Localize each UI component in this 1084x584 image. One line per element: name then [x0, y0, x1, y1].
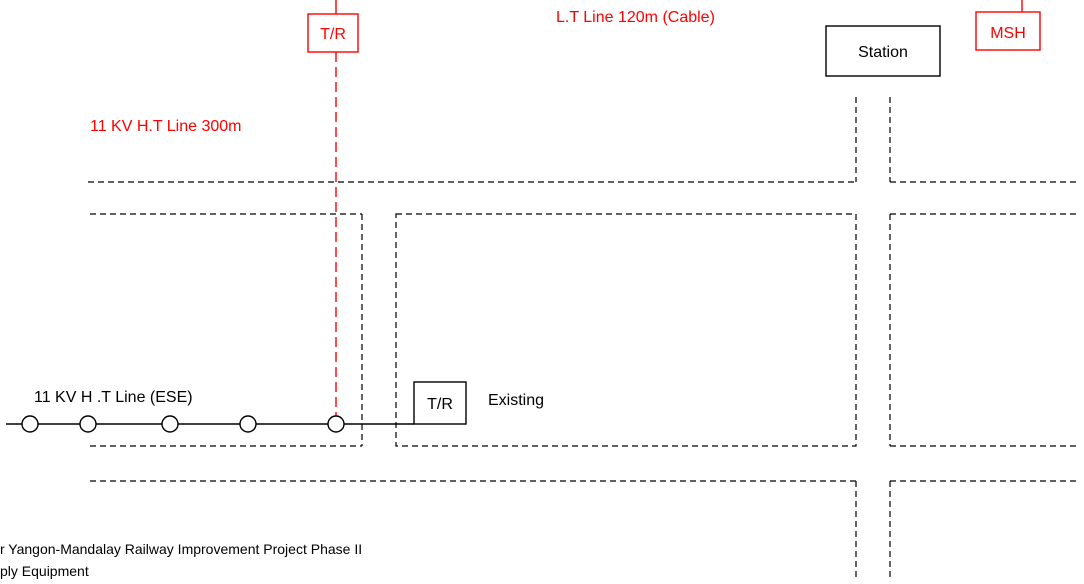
footer-equipment-title: ply Equipment: [0, 563, 89, 579]
pole-3: [161, 415, 179, 433]
msh-box: [975, 11, 1041, 51]
msh-label: MSH: [990, 25, 1026, 42]
road-outlines: [88, 97, 1080, 580]
lt-line-label: L.T Line 120m (Cable): [556, 9, 715, 26]
pole-1: [21, 415, 39, 433]
station-box: [825, 25, 941, 77]
ht-line-existing-label: 11 KV H .T Line (ESE): [34, 389, 193, 406]
pole-2: [79, 415, 97, 433]
tr-existing-box: [413, 381, 467, 425]
pole-5: [327, 415, 345, 433]
poles: [21, 415, 345, 433]
pole-4: [239, 415, 257, 433]
middle-block: [395, 213, 857, 447]
station-label: Station: [858, 44, 908, 61]
ht-line-new-label: 11 KV H.T Line 300m: [90, 118, 242, 135]
tr-top-box: [307, 13, 359, 53]
tr-existing-label: T/R: [427, 396, 453, 413]
tr-top-label: T/R: [320, 26, 346, 43]
footer-project-title: r Yangon-Mandalay Railway Improvement Pr…: [0, 541, 362, 557]
existing-label: Existing: [488, 392, 544, 409]
